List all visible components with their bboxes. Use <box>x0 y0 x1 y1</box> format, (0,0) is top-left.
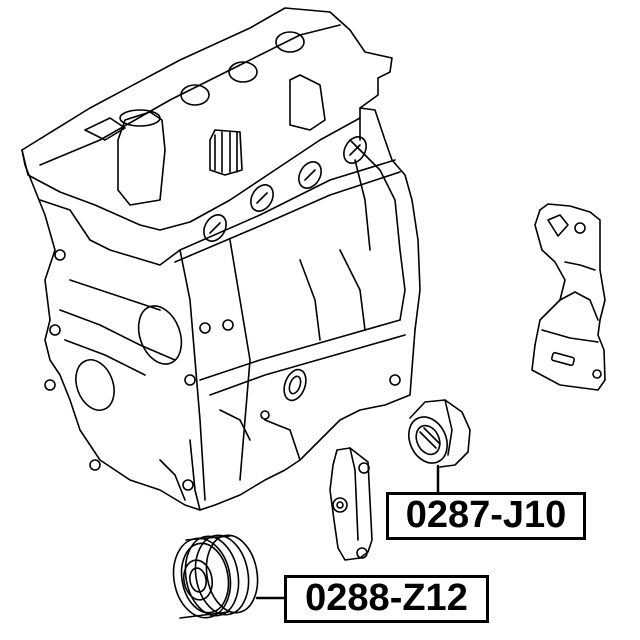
part-number-label-0287-J10: 0287-J10 <box>386 492 586 540</box>
tensioner-arm-drawing <box>329 447 373 561</box>
crank-pulley-drawing <box>172 534 259 619</box>
part-number-label-0288-Z12: 0288-Z12 <box>284 575 489 623</box>
engine-drawing <box>21 7 421 511</box>
idler-pulley-drawing <box>407 399 471 468</box>
tensioner-bracket-drawing <box>531 203 606 391</box>
